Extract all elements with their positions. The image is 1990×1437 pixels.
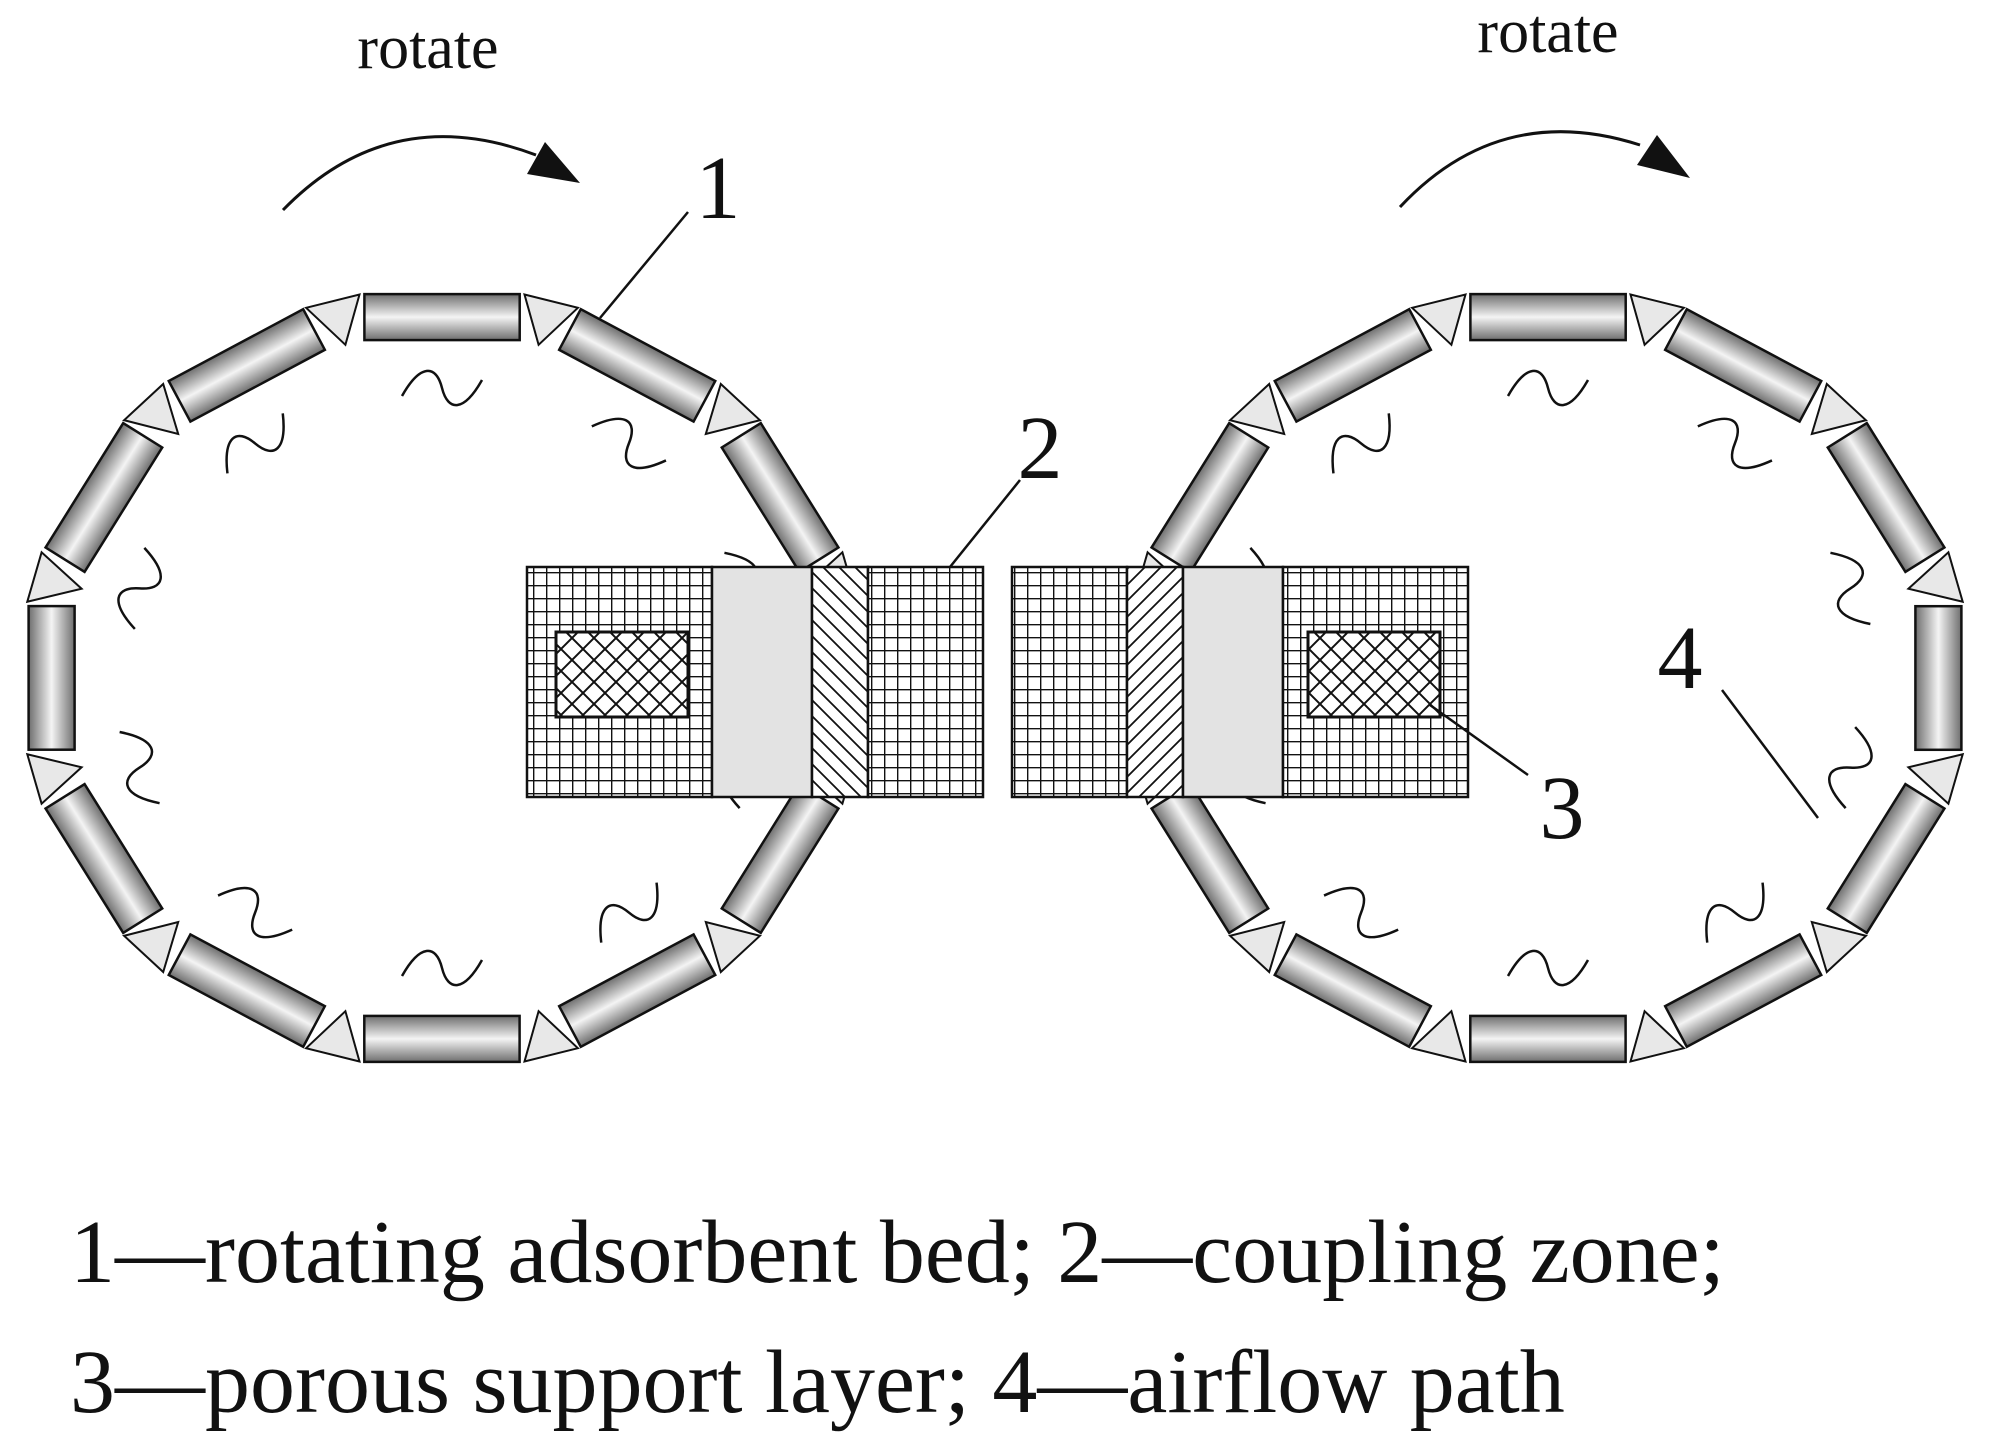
bed-right-segment	[1663, 307, 1823, 424]
bed-left-airflow-wave	[217, 886, 293, 939]
insulation-band-left	[710, 565, 814, 799]
bed-left-segment	[557, 932, 717, 1049]
rotation-arrow-left-icon	[281, 135, 537, 212]
bed-left-joint	[304, 1009, 361, 1063]
bed-right-segment	[1149, 421, 1270, 574]
bed-left-airflow-wave	[400, 949, 484, 987]
bed-right-joint	[1810, 920, 1868, 974]
hatched-band-right	[1125, 565, 1185, 799]
bed-right-joint	[1410, 293, 1467, 347]
bed-right-airflow-wave	[1697, 417, 1773, 470]
rotation-arrow-right-icon	[1398, 130, 1641, 209]
bed-left-segment	[557, 307, 717, 424]
bed-left-joint	[523, 293, 580, 347]
bed-right-segment	[1469, 292, 1627, 342]
label-3: 3	[1540, 759, 1585, 858]
leader-line-3	[1429, 703, 1529, 777]
bed-right-joint	[1629, 293, 1686, 347]
bed-left-joint	[25, 550, 84, 604]
bed-left-joint	[25, 752, 84, 806]
bed-right-airflow-wave	[1828, 726, 1873, 809]
bed-right-airflow-wave	[1830, 551, 1871, 626]
rotate-label-left: rotate	[357, 14, 498, 82]
bed-left-segment	[363, 1014, 521, 1064]
coupling-zone-right	[1010, 565, 1129, 799]
bed-left-joint	[122, 382, 180, 436]
bed-right-segment	[1273, 307, 1433, 424]
leader-line-4	[1721, 689, 1819, 819]
center-module-right	[1010, 565, 1470, 799]
bed-right-joint	[1810, 382, 1868, 436]
bed-right-segment	[1826, 782, 1947, 935]
bed-right-segment	[1469, 1014, 1627, 1064]
bed-right-joint	[1906, 550, 1965, 604]
bed-right-airflow-wave	[1506, 949, 1590, 987]
bed-left-segment	[43, 782, 164, 935]
label-1: 1	[696, 139, 741, 238]
bed-left-airflow-wave	[599, 882, 659, 943]
bed-right-joint	[1228, 920, 1286, 974]
bed-right-airflow-wave	[1705, 882, 1765, 943]
bed-left-airflow-wave	[400, 369, 484, 407]
bed-left-joint	[704, 382, 762, 436]
bed-right-segment	[1914, 604, 1963, 752]
leader-line-1	[599, 211, 689, 319]
bed-left-joint	[704, 920, 762, 974]
arrowhead-left-icon	[527, 142, 580, 183]
bed-left-joint	[523, 1009, 580, 1063]
bed-left-segment	[167, 932, 327, 1049]
bed-left-segment	[720, 421, 841, 574]
bed-left-segment	[43, 421, 164, 574]
arrowhead-right-icon	[1637, 135, 1690, 178]
bed-left-airflow-wave	[225, 413, 285, 474]
coupling-zone-left	[866, 565, 985, 799]
bed-right-joint	[1228, 382, 1286, 436]
bed-left-segment	[363, 292, 521, 342]
rotating-bed-right	[1131, 292, 1965, 1064]
leader-line-2	[949, 479, 1021, 568]
bed-left-airflow-wave	[591, 417, 667, 470]
caption-line-1: 1—rotating adsorbent bed; 2—coupling zon…	[70, 1203, 1725, 1302]
rotate-label-right: rotate	[1477, 0, 1618, 66]
bed-right-joint	[1410, 1009, 1467, 1063]
bed-right-segment	[1826, 421, 1947, 574]
bed-right-segment	[1663, 932, 1823, 1049]
hatched-band-left	[810, 565, 870, 799]
center-module-left	[525, 565, 985, 799]
porous-support-layer-right	[1306, 630, 1442, 719]
bed-left-segment	[167, 307, 327, 424]
bed-right-airflow-wave	[1331, 413, 1391, 474]
bed-left-joint	[122, 920, 180, 974]
bed-right-segment	[1273, 932, 1433, 1049]
bed-right-segment	[1149, 782, 1270, 935]
label-2: 2	[1018, 399, 1063, 498]
bed-left-joint	[304, 293, 361, 347]
bed-right-joint	[1906, 752, 1965, 806]
bed-left-segment	[27, 604, 76, 751]
label-4: 4	[1658, 609, 1703, 708]
bed-right-airflow-wave	[1323, 886, 1399, 939]
bed-right-joint	[1629, 1009, 1686, 1063]
bed-right-airflow-wave	[1506, 369, 1590, 407]
bed-left-airflow-wave	[119, 730, 160, 805]
bed-left-airflow-wave	[117, 547, 162, 630]
porous-support-layer-left	[554, 630, 690, 719]
caption-line-2: 3—porous support layer; 4—airflow path	[70, 1333, 1565, 1432]
insulation-band-right	[1181, 565, 1285, 799]
